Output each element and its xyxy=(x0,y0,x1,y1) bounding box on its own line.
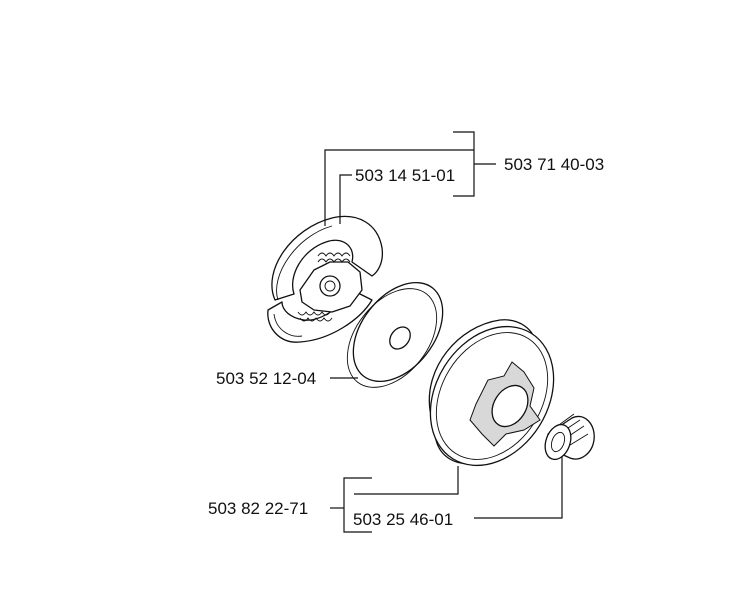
clutch-drum-drawing xyxy=(428,319,555,467)
part-label-clutch-drum-set: 503 82 22-71 xyxy=(208,499,308,518)
leader-lines xyxy=(324,131,563,533)
part-label-clutch-assembly: 503 71 40-03 xyxy=(504,155,604,174)
part-label-washer: 503 52 12-04 xyxy=(216,369,316,388)
part-label-needle-bearing: 503 25 46-01 xyxy=(353,510,453,529)
part-label-clutch-spring: 503 14 51-01 xyxy=(355,166,455,185)
washer-drawing xyxy=(346,281,444,388)
clutch-assembly-drawing xyxy=(267,215,384,343)
needle-bearing-drawing xyxy=(544,413,595,461)
